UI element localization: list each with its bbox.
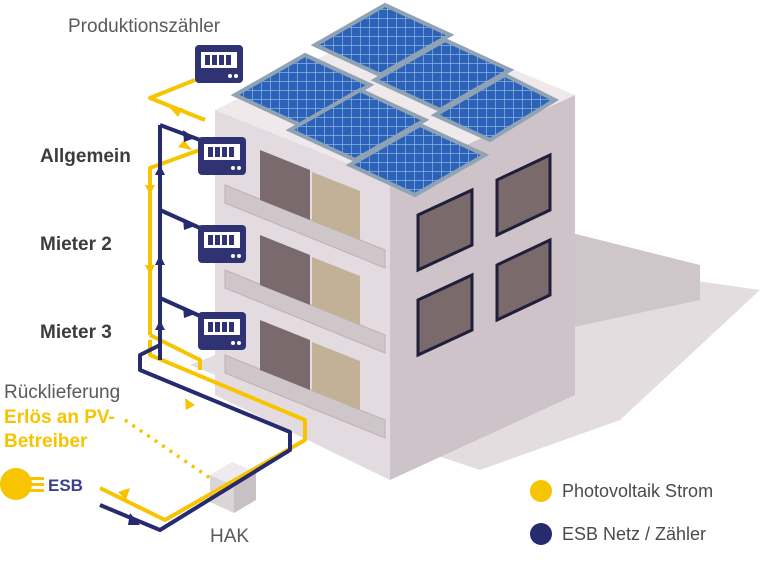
pv-arrows [118, 108, 195, 500]
revenue-label-line1: Erlös an PV- [4, 407, 115, 428]
grid-arrows [128, 130, 195, 525]
meter-general [198, 137, 246, 175]
meter-tenant3 [198, 312, 246, 350]
esb-logo [0, 468, 44, 500]
production-meter [195, 45, 243, 83]
esb-label: ESB [48, 476, 83, 495]
feed-in-label: Rücklieferung [4, 382, 121, 403]
general-label: Allgemein [40, 146, 131, 167]
annex [560, 230, 700, 330]
right-windows [416, 152, 552, 358]
tenant2-label: Mieter 2 [40, 234, 112, 255]
revenue-label-line2: Betreiber [4, 431, 88, 452]
meter-tenant2 [198, 225, 246, 263]
revenue-dotted-line [124, 418, 211, 480]
balcony-doors [260, 150, 310, 390]
legend-swatch-pv [530, 480, 552, 502]
solar-panels [230, 2, 560, 198]
balcony-panels [312, 172, 360, 410]
legend-label-pv: Photovoltaik Strom [562, 480, 714, 501]
tenant3-label: Mieter 3 [40, 322, 112, 343]
legend-item-grid: ESB Netz / Zähler [530, 523, 706, 545]
production-meter-label: Produktionszähler [68, 16, 221, 37]
legend-swatch-grid [530, 523, 552, 545]
hak-label: HAK [210, 526, 250, 547]
legend-item-pv: Photovoltaik Strom [530, 480, 713, 502]
legend-label-grid: ESB Netz / Zähler [562, 523, 707, 544]
